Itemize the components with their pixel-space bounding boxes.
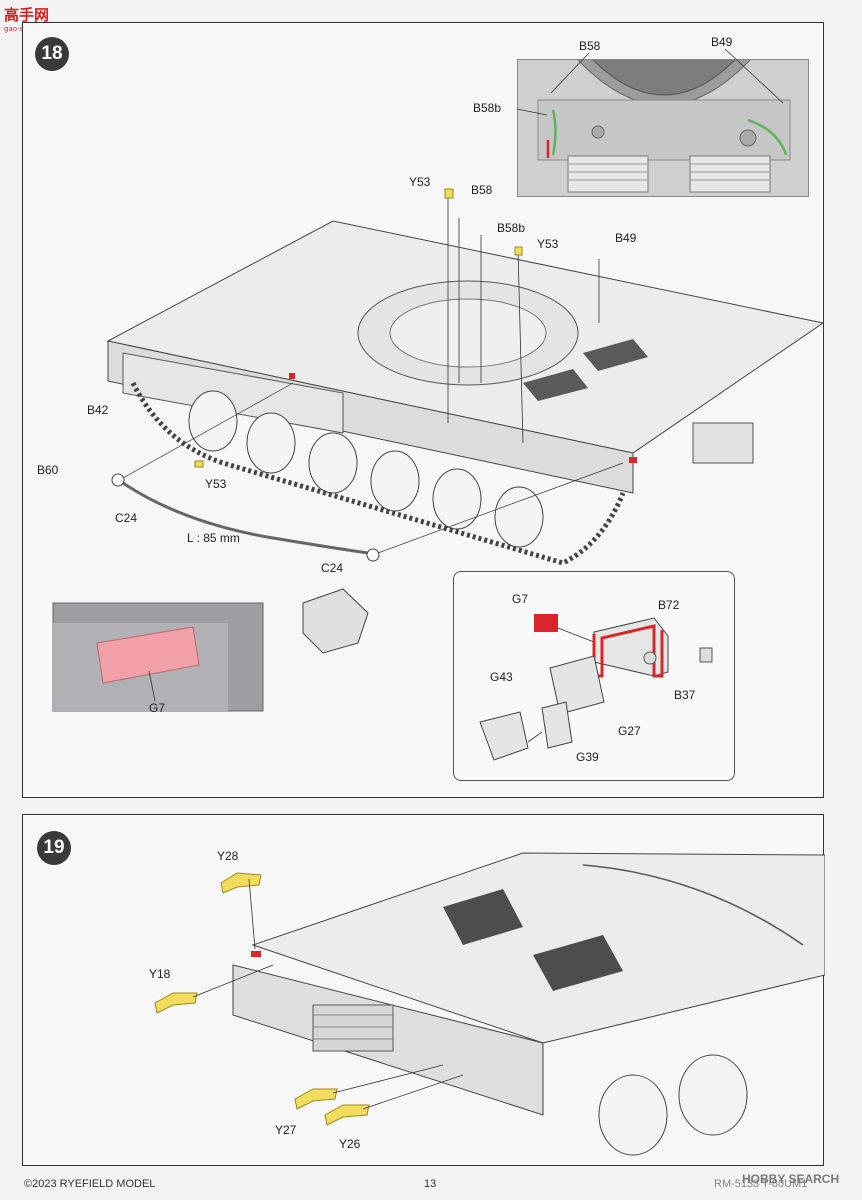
inset-label-b72: B72	[658, 598, 680, 612]
step-19-number: 19	[43, 837, 65, 858]
reference-photo-inset	[517, 59, 809, 197]
label-y27: Y27	[275, 1123, 297, 1137]
photo-label-b58: B58	[579, 39, 601, 53]
inset-label-g39: G39	[576, 750, 599, 764]
inset-label-g27: G27	[618, 724, 641, 738]
step-19-panel: 19 Y28 Y18 Y27 Y26	[22, 814, 825, 1166]
label-c24-left: C24	[115, 511, 138, 525]
watermark-logo-text: 高手网	[4, 6, 50, 24]
reference-photo-drawing	[518, 60, 808, 196]
label-y26: Y26	[339, 1137, 361, 1151]
label-cable-length: L : 85 mm	[187, 531, 240, 545]
footer-page-number: 13	[424, 1178, 437, 1190]
step-18-panel: 18 B58 B49 B58b	[22, 22, 825, 798]
inset-label-b37: B37	[674, 688, 696, 702]
label-y18: Y18	[149, 967, 171, 981]
step-18-badge: 18	[35, 37, 69, 71]
footer-kit-code: RM-5133 T-80UM1	[714, 1178, 808, 1190]
photo-label-b58b: B58b	[473, 101, 502, 115]
sub-assembly-drawing	[479, 614, 713, 761]
sub-assembly-inset: G7 B72 G43 B37 G27 G39	[453, 571, 735, 781]
label-g7-detail: G7	[149, 701, 166, 715]
inset-label-g43: G43	[490, 670, 513, 684]
label-b49: B49	[615, 231, 637, 245]
label-y28: Y28	[217, 849, 239, 863]
label-y53-right: Y53	[537, 237, 559, 251]
footer-copyright: ©2023 RYEFIELD MODEL	[24, 1178, 156, 1190]
label-c24-bottom: C24	[321, 561, 344, 575]
label-b42: B42	[87, 403, 109, 417]
label-b58: B58	[471, 183, 493, 197]
tank-rear-drawing-step-19	[154, 852, 825, 1156]
inset-label-g7: G7	[512, 592, 529, 606]
photo-label-b49: B49	[711, 35, 733, 49]
label-y53-top: Y53	[409, 175, 431, 189]
footer-watermark: HOBBY SEARCH	[742, 1172, 840, 1186]
label-y53-mid: Y53	[205, 477, 227, 491]
tank-hull-drawing-step-18	[52, 48, 825, 712]
label-b58b: B58b	[497, 221, 526, 235]
label-b60: B60	[37, 463, 59, 477]
step-19-badge: 19	[37, 831, 71, 865]
step-18-number: 18	[41, 43, 63, 64]
